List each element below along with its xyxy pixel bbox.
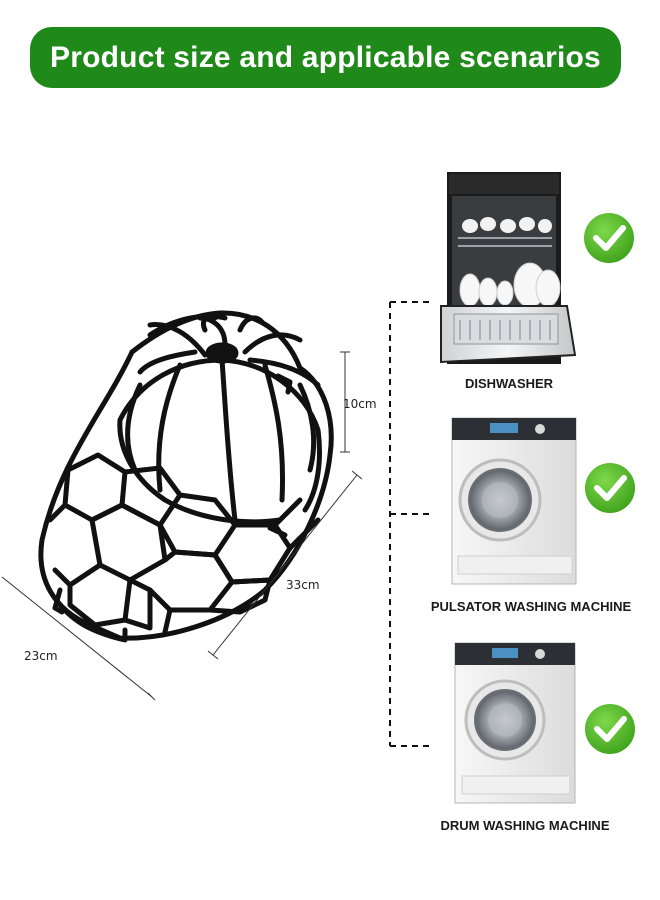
height-dimension-label: 10cm bbox=[343, 397, 377, 411]
banner-title: Product size and applicable scenarios bbox=[50, 40, 601, 74]
cap-washer-frame bbox=[38, 310, 334, 643]
dishwasher-icon bbox=[440, 172, 577, 364]
length-dimension-label: 33cm bbox=[286, 578, 320, 592]
scenario-label-dishwasher: DISHWASHER bbox=[464, 376, 554, 391]
scenario-label-drum: DRUM WASHING MACHINE bbox=[440, 818, 610, 833]
washing-machine-icon bbox=[451, 417, 577, 585]
title-banner: Product size and applicable scenarios bbox=[30, 27, 621, 88]
dimension-lines bbox=[1, 351, 363, 701]
check-icon bbox=[584, 213, 634, 263]
check-icon bbox=[585, 463, 635, 513]
check-icon bbox=[585, 704, 635, 754]
dashed-connector bbox=[389, 301, 430, 747]
scenario-label-pulsator: PULSATOR WASHING MACHINE bbox=[430, 599, 632, 614]
width-dimension-label: 23cm bbox=[24, 649, 58, 663]
washing-machine-icon bbox=[454, 642, 576, 804]
